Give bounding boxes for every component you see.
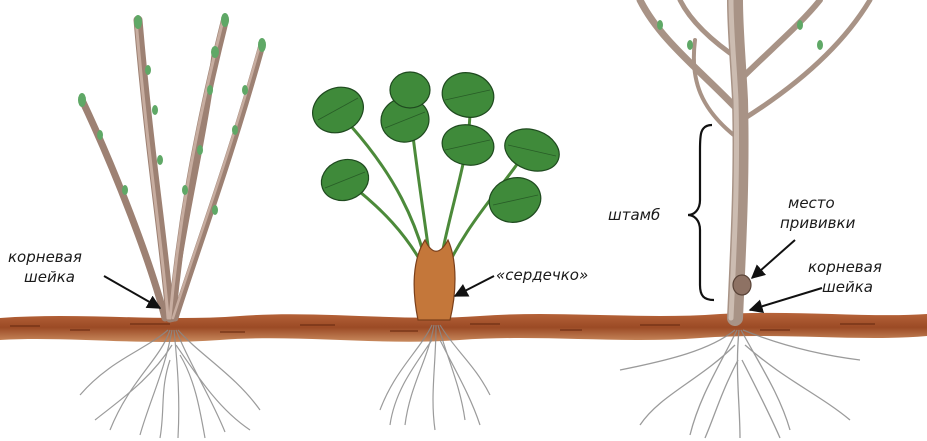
- trunk-brace: [688, 125, 714, 300]
- soil-band: [0, 313, 927, 342]
- tree-root-collar-label: корневая шейка: [808, 258, 887, 296]
- shrub-plant: [78, 13, 266, 438]
- strawberry-heart-arrow: [455, 276, 494, 296]
- trunk-label: штамб: [608, 206, 660, 224]
- strawberry-heart-label: «сердечко»: [496, 266, 588, 284]
- strawberry-crown: [414, 240, 455, 320]
- graft-site-label: место прививки: [780, 194, 856, 232]
- shrub-root-collar-label: корневая шейка: [8, 248, 87, 286]
- graft-site-arrow: [752, 240, 795, 278]
- tree-root-collar-arrow: [750, 288, 822, 310]
- graft-knot: [733, 275, 751, 295]
- strawberry-plant: [305, 67, 565, 430]
